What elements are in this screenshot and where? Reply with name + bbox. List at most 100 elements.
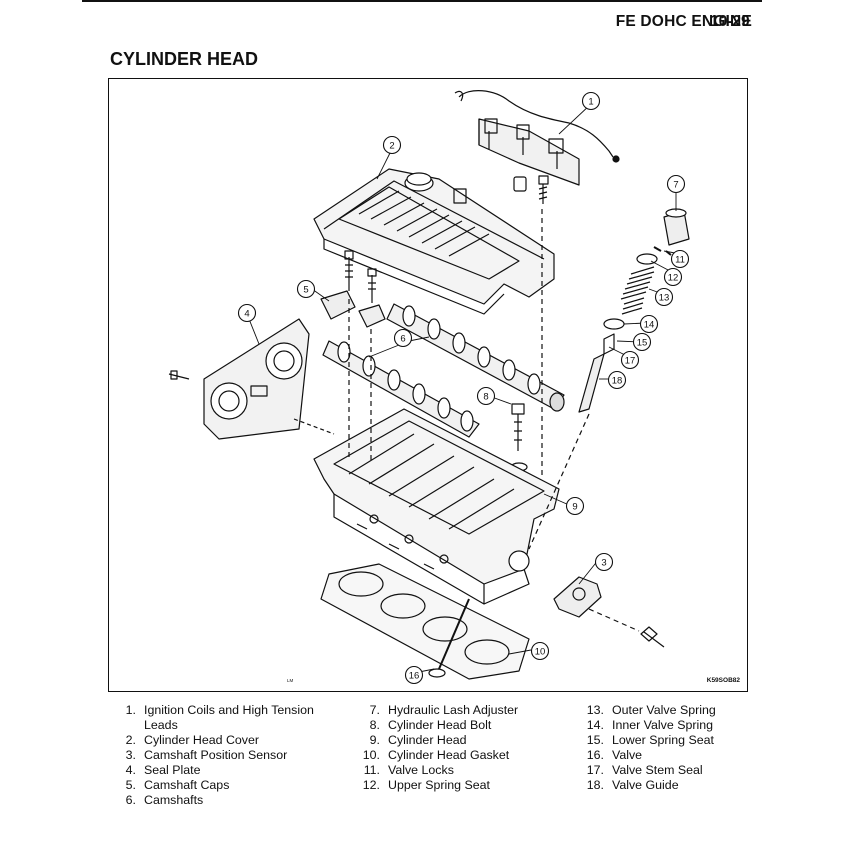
callout-number: 13 — [659, 293, 670, 304]
legend-item: 4. Seal Plate — [112, 763, 319, 778]
legend-item-label: Camshaft Position Sensor — [144, 748, 288, 762]
callout-number: 17 — [625, 356, 636, 367]
callout-number: 7 — [673, 180, 678, 191]
legend-item-number: 3. — [125, 748, 136, 762]
running-header-title: FE DOHC ENGINE — [615, 13, 752, 30]
callout-number: 10 — [535, 647, 546, 658]
cylinder-head-gasket-drawing — [320, 563, 530, 680]
valve-train-parts-drawing — [528, 208, 690, 550]
legend-item-label: Cylinder Head — [388, 733, 467, 747]
legend-item-number: 15. — [586, 733, 604, 747]
callout-number: 14 — [644, 320, 655, 331]
legend-item-number: 13. — [586, 703, 604, 717]
page-number: 10-29 — [710, 13, 750, 30]
callout-circle — [666, 174, 686, 194]
legend-item: 5.Camshaft Caps — [112, 778, 319, 793]
camshaft-caps-drawing — [320, 250, 386, 328]
callout-number: 11 — [675, 255, 685, 266]
legend-item-number: 9. — [369, 733, 380, 747]
legend-item-label: Ignition Coils and High Tension Leads — [144, 703, 314, 732]
legend-item-number: 16. — [586, 748, 604, 762]
legend-item: 17.Valve Stem Seal — [580, 763, 787, 778]
callout-number: 12 — [668, 273, 679, 284]
legend-column-3: 13. Outer Valve Spring 14. Inner Valve Spri… — [580, 703, 787, 793]
cylinder-head-cover-drawing — [313, 168, 555, 315]
valve-drawing — [428, 598, 470, 678]
legend-item-label: Cylinder Head Gasket — [388, 748, 510, 762]
callout-number: 3 — [601, 558, 606, 569]
legend-item: 3. Camshaft Position Sensor — [112, 748, 319, 763]
legend-item-label: Outer Valve Spring — [612, 703, 716, 717]
callout-number: 2 — [389, 141, 394, 152]
legend-item: 13. Outer Valve Spring — [580, 703, 787, 718]
callout-number: 1 — [588, 97, 593, 108]
camshaft-position-sensor-drawing — [553, 576, 665, 648]
legend-item: 2. Cylinder Head Cover — [112, 733, 319, 748]
legend-item: 6. Camshafts — [112, 793, 319, 808]
legend-item-label: Lower Spring Seat — [612, 733, 714, 747]
section-title: CYLINDER HEAD — [110, 49, 259, 69]
legend-item: 8. Cylinder Head Bolt — [356, 718, 563, 733]
legend-item-number: 4. — [125, 763, 136, 777]
callout-number: 4 — [244, 309, 249, 320]
callout-number: 15 — [637, 338, 648, 349]
callout-circle — [404, 665, 424, 685]
legend-item-number: 2. — [125, 733, 136, 747]
header-rule — [82, 0, 762, 2]
callout-circle — [663, 267, 683, 287]
legend-item-number: 7. — [369, 703, 380, 717]
legend-item-number: 14. — [586, 718, 604, 732]
legend-item-label: Valve Stem Seal — [612, 763, 703, 777]
legend-item: 9. Cylinder Head — [356, 733, 563, 748]
callout-number: 8 — [483, 392, 488, 403]
legend-item: 16. Valve — [580, 748, 787, 763]
legend-item-number: 6. — [125, 793, 136, 807]
legend-item-label: Valve Guide — [612, 778, 679, 792]
legend-item-label: Inner Valve Spring — [612, 718, 714, 732]
legend-item: 14. Inner Valve Spring — [580, 718, 787, 733]
legend-item-label: Hydraulic Lash Adjuster — [388, 703, 519, 717]
callout-circle — [393, 328, 413, 348]
legend-item: 11.Valve Locks — [356, 763, 563, 778]
callout-circle — [607, 370, 627, 390]
legend-item-number: 1. — [125, 703, 136, 717]
legend-item-label: Camshafts — [144, 793, 204, 807]
callout-number: 6 — [400, 334, 405, 345]
callout-circle — [565, 496, 585, 516]
legend-item: 7. Hydraulic Lash Adjuster — [356, 703, 563, 718]
callout-circle — [639, 314, 659, 334]
figure-tiny-mark: LM — [287, 678, 294, 683]
legend-item-number: 8. — [369, 718, 380, 732]
figure-code: K59SOB82 — [706, 677, 740, 684]
callout-circle — [670, 249, 690, 269]
callout-circle — [476, 386, 496, 406]
callout-number: 9 — [572, 502, 577, 513]
legend-item-number: 10. — [362, 748, 380, 762]
cylinder-head-bolt-drawing — [510, 403, 528, 472]
callout-circle — [620, 350, 640, 370]
callout-circle — [296, 279, 316, 299]
grommet-part — [513, 176, 527, 192]
callout-number: 16 — [409, 671, 420, 682]
legend-item: 15. Lower Spring Seat — [580, 733, 787, 748]
callout-circle — [594, 552, 614, 572]
legend-item-label: Cylinder Head Cover — [144, 733, 260, 747]
legend-item-label: Seal Plate — [144, 763, 201, 777]
seal-plate-drawing — [168, 318, 335, 440]
callout-circle — [237, 303, 257, 323]
camshafts-drawing — [322, 303, 565, 438]
callout-circle — [382, 135, 402, 155]
legend-item-label: Cylinder Head Bolt — [388, 718, 492, 732]
callout-circle — [581, 91, 601, 111]
callout-circle — [530, 641, 550, 661]
legend-item: 12.Upper Spring Seat — [356, 778, 563, 793]
callout-circle — [654, 287, 674, 307]
callout-circle — [632, 332, 652, 352]
legend-item-label: Valve — [612, 748, 643, 762]
legend-item-number: 11. — [363, 763, 380, 777]
legend-item: 18.Valve Guide — [580, 778, 787, 793]
cover-bolt-drawing — [538, 175, 549, 204]
